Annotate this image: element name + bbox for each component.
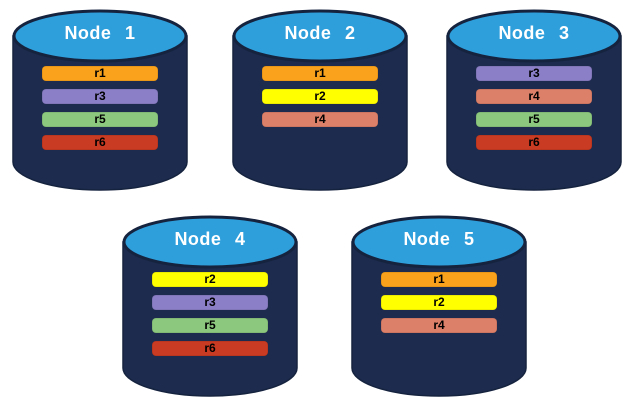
cylinder-top-shape [12, 9, 188, 63]
replica-bar-r2: r2 [381, 295, 497, 310]
replica-bar-r1: r1 [381, 272, 497, 287]
replica-bar-r4: r4 [262, 112, 378, 127]
cylinder-top-shape [232, 9, 408, 63]
replica-list: r3 r4 r5 r6 [444, 6, 624, 192]
replica-bar-r1: r1 [262, 66, 378, 81]
replica-list: r2 r3 r5 r6 [120, 212, 300, 398]
replica-bar-r4: r4 [476, 89, 592, 104]
replica-bar-r2: r2 [152, 272, 268, 287]
replica-bar-r6: r6 [152, 341, 268, 356]
replica-bar-r6: r6 [476, 135, 592, 150]
replica-bar-r5: r5 [152, 318, 268, 333]
replica-bar-r6: r6 [42, 135, 158, 150]
replica-bar-r2: r2 [262, 89, 378, 104]
replica-bar-r5: r5 [476, 112, 592, 127]
replica-bar-r3: r3 [42, 89, 158, 104]
cylinder-top-shape [351, 215, 527, 269]
cylinder-top-shape [446, 9, 622, 63]
replica-bar-r5: r5 [42, 112, 158, 127]
replica-list: r1 r3 r5 r6 [10, 6, 190, 192]
replica-list: r1 r2 r4 [349, 212, 529, 398]
replica-bar-r1: r1 [42, 66, 158, 81]
replica-bar-r4: r4 [381, 318, 497, 333]
cylinder-top-shape [122, 215, 298, 269]
replica-bar-r3: r3 [476, 66, 592, 81]
replica-list: r1 r2 r4 [230, 6, 410, 192]
replica-bar-r3: r3 [152, 295, 268, 310]
